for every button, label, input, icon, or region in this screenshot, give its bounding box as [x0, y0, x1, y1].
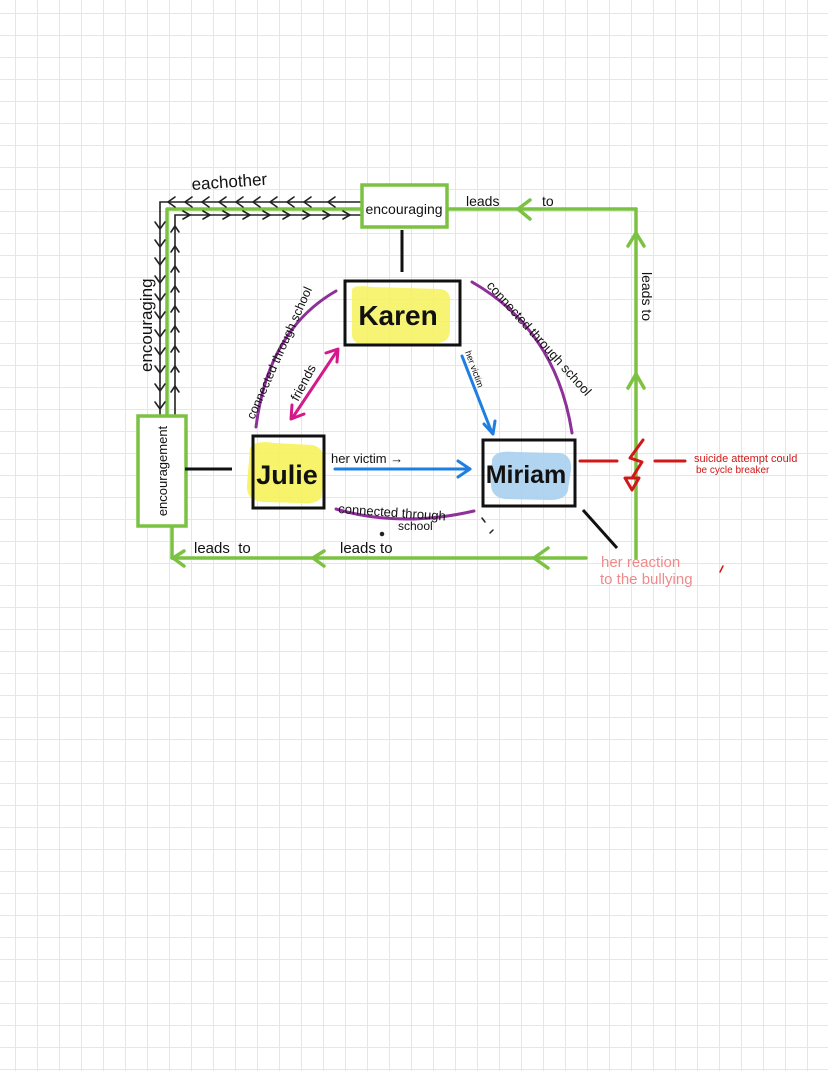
node-miriam-label: Miriam: [486, 461, 567, 489]
cycle-breaker: [578, 438, 724, 573]
chevrons-up: [170, 224, 180, 393]
label-connected-right: connected through school: [484, 278, 595, 399]
node-encouragement[interactable]: encouragement: [136, 414, 188, 528]
label-suicide-line1: suicide attempt could: [694, 453, 797, 465]
label-leads-top-b: to: [542, 193, 554, 209]
node-karen-label: Karen: [358, 300, 437, 331]
lightning-bolt-icon: [628, 438, 645, 480]
node-karen[interactable]: Karen: [343, 279, 462, 347]
label-leads-to-bottom-mid: leads to: [340, 540, 393, 557]
label-each-other: eachother: [191, 170, 268, 194]
node-encouragement-label: encouragement: [155, 425, 170, 516]
label-encouraging-vertical: encouraging: [137, 278, 156, 372]
karen-highlight: [351, 286, 451, 345]
arrowhead-right-upper: [626, 231, 646, 248]
label-connected-bottom-line1: connected through: [338, 501, 446, 523]
label-reaction-line2: to the bullying: [600, 571, 693, 588]
arc-julie-miriam: [334, 507, 476, 521]
cycle-loop: [165, 198, 646, 570]
edge-friends: [289, 347, 340, 421]
chevrons-left: [166, 196, 336, 208]
node-miriam[interactable]: Miriam: [481, 438, 577, 508]
arrowhead-right-lower: [626, 372, 646, 390]
arrowhead-bottom-right: [532, 546, 550, 570]
connector-miriam-reaction: [581, 508, 619, 550]
arc-karen-julie: [254, 289, 338, 429]
label-connected-bottom-line2: school: [398, 519, 433, 533]
node-encouraging-label: encouraging: [365, 201, 442, 217]
node-julie-label: Julie: [256, 460, 318, 490]
edge-left-vertical: [165, 207, 364, 418]
label-reaction-line1: her reaction: [601, 554, 680, 571]
miriam-highlight: [490, 451, 572, 500]
chevrons-right: [182, 210, 352, 220]
label-leads-to-bottom-left: leads to: [194, 540, 251, 557]
mutual-encouragement-arrows: [154, 196, 361, 415]
arc-karen-miriam: [470, 280, 574, 435]
connected-arcs: [254, 280, 574, 521]
chevrons-down: [154, 221, 166, 411]
label-suicide-line2: be cycle breaker: [696, 465, 770, 476]
arrowhead-bottom-mid: [311, 549, 326, 568]
julie-highlight: [246, 442, 325, 504]
label-leads-to-right: leads to: [639, 272, 655, 321]
edge-karen-miriam: [460, 354, 494, 435]
arrowhead-top: [516, 198, 532, 221]
node-encouraging[interactable]: encouraging: [360, 183, 449, 229]
break-arrowhead-icon: [623, 476, 641, 492]
stray-marks: [379, 517, 494, 537]
label-her-victim-horizontal: her victim →: [331, 451, 403, 466]
label-leads-top-a: leads: [466, 193, 499, 209]
edge-her-victim: [333, 354, 497, 479]
node-julie[interactable]: Julie: [246, 434, 326, 510]
